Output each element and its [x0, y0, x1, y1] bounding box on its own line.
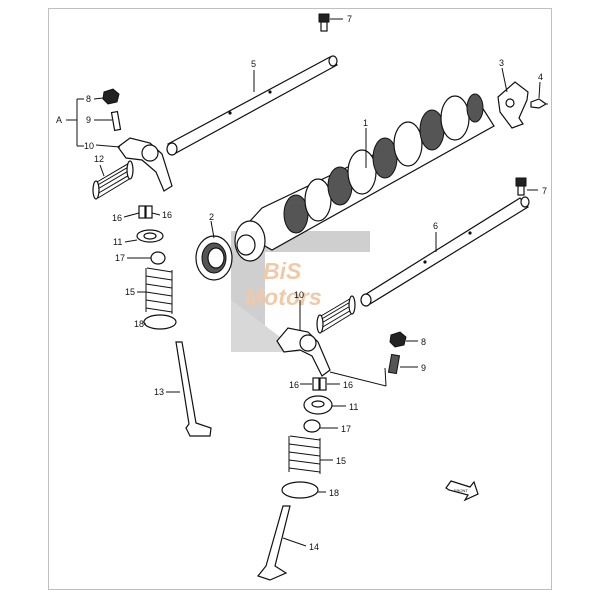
callout-5: 5 — [251, 59, 256, 69]
valve-upper — [175, 341, 212, 437]
retainer-lower — [303, 395, 333, 415]
front-marker-label: FRONT — [454, 488, 468, 493]
valve-spring-outer-upper — [145, 267, 173, 314]
spring-seat-lower — [281, 481, 319, 499]
retainer-upper — [136, 229, 164, 243]
callouts: 7 5 1 2 3 4 7 6 A 8 9 10 12 16 16 11 17 … — [56, 14, 547, 552]
callout-12-upper: 12 — [94, 154, 104, 164]
callout-16-upper-right: 16 — [162, 210, 172, 220]
group-label-a: A — [56, 115, 62, 125]
callout-7-upper: 7 — [347, 14, 352, 24]
callout-1: 1 — [363, 118, 368, 128]
callout-4: 4 — [538, 72, 543, 82]
spring-rocker-upper — [92, 160, 134, 200]
watermark-line2: Motors — [245, 284, 322, 310]
spring-seat-upper — [143, 314, 177, 330]
callout-2: 2 — [209, 212, 214, 222]
callout-16-upper-left: 16 — [112, 213, 122, 223]
diagram-frame — [48, 8, 552, 590]
callout-7-lower: 7 — [542, 186, 547, 196]
plate-bolt — [530, 98, 548, 109]
shaft-bolt-upper — [318, 13, 330, 32]
rocker-shaft-lower — [360, 196, 530, 307]
callout-11-lower: 11 — [349, 402, 358, 412]
callout-3: 3 — [499, 58, 504, 68]
callout-18-upper: 18 — [134, 319, 144, 329]
leader-lines — [66, 18, 541, 547]
adjust-nut-upper — [102, 88, 120, 105]
oil-seal — [195, 235, 233, 281]
cotter-upper — [138, 205, 153, 219]
callout-16-lower-right: 16 — [343, 380, 353, 390]
callout-17-upper: 17 — [115, 253, 125, 263]
rocker-arm-lower — [276, 327, 331, 377]
callout-18-lower: 18 — [329, 488, 339, 498]
valve-spring-inner-lower — [303, 419, 321, 433]
retainer-plate — [497, 81, 529, 129]
callout-14: 14 — [309, 542, 319, 552]
shaft-bolt-lower — [515, 177, 527, 196]
camshaft — [234, 93, 495, 262]
callout-6: 6 — [433, 221, 438, 231]
callout-8-lower: 8 — [421, 337, 426, 347]
callout-9-upper: 9 — [86, 115, 91, 125]
adjust-screw-upper — [110, 110, 122, 132]
callout-17-lower: 17 — [341, 424, 351, 434]
callout-10-upper: 10 — [84, 141, 94, 151]
valve-spring-outer-lower — [288, 435, 321, 474]
callout-9-lower: 9 — [421, 363, 426, 373]
callout-10-lower: 10 — [294, 290, 304, 300]
front-marker: FRONT — [445, 480, 479, 502]
adjust-nut-lower — [389, 331, 407, 348]
cotter-lower — [312, 377, 327, 391]
callout-8-upper: 8 — [86, 94, 91, 104]
watermark-line1: BiS — [263, 258, 302, 284]
valve-lower — [256, 505, 291, 581]
rocker-shaft-upper — [166, 55, 338, 156]
callout-15-upper: 15 — [125, 287, 135, 297]
spring-rocker-lower — [316, 295, 356, 334]
callout-16-lower-left: 16 — [289, 380, 299, 390]
callout-15-lower: 15 — [336, 456, 346, 466]
valve-spring-inner-upper — [150, 251, 166, 265]
callout-11-upper: 11 — [113, 237, 122, 247]
callout-13: 13 — [154, 387, 164, 397]
adjust-screw-lower — [387, 353, 401, 375]
rocker-arm-upper — [117, 137, 173, 192]
